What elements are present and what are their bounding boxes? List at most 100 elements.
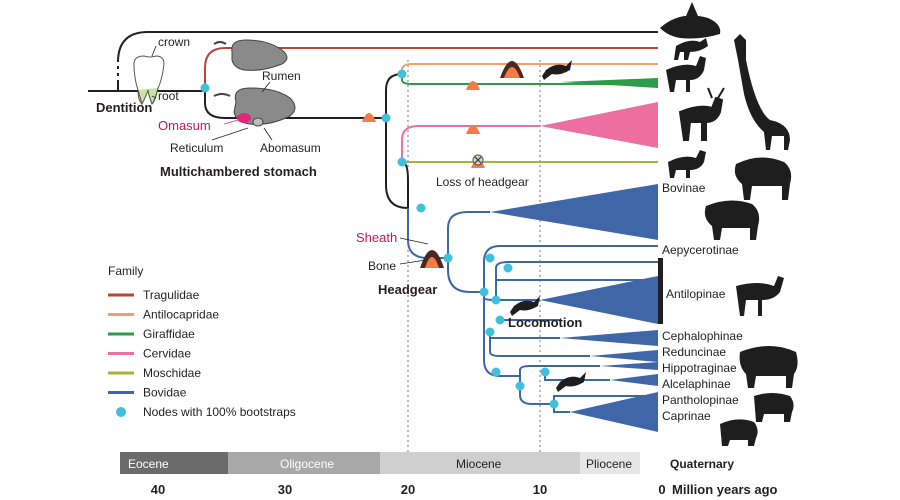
node <box>515 381 525 391</box>
antilocapridae-branch <box>401 63 658 74</box>
omasum-pointer <box>223 119 239 125</box>
time-axis-unit: Million years ago <box>672 482 778 497</box>
tick-20: 20 <box>401 482 415 497</box>
subfamily-caprinae: Caprinae <box>662 409 711 423</box>
tick-0: 0 <box>658 482 665 497</box>
era-label-eocene: Eocene <box>128 457 169 471</box>
tick-40: 40 <box>151 482 165 497</box>
subfamily-bovinae: Bovinae <box>662 181 706 195</box>
wildebeest-silhouette <box>739 346 798 388</box>
pecora-branch <box>204 91 386 119</box>
sheath-label: Sheath <box>356 230 397 245</box>
bone-label: Bone <box>368 259 396 273</box>
tragulidae-branch <box>204 47 658 91</box>
tick-10: 10 <box>533 482 547 497</box>
leaping-antelope-icon-2 <box>556 372 586 392</box>
node <box>479 287 489 297</box>
node <box>485 327 495 337</box>
animal-silhouettes <box>510 2 798 446</box>
loss-of-headgear-label: Loss of headgear <box>436 175 529 189</box>
loss-marker <box>471 154 485 168</box>
timescale-bar: Eocene Oligocene Miocene Pliocene Quaternary <box>120 452 745 474</box>
node <box>485 253 495 263</box>
bovidae-stem <box>407 208 448 259</box>
node <box>381 113 391 123</box>
abomasum-label: Abomasum <box>260 141 321 155</box>
legend-label-giraffidae: Giraffidae <box>143 327 195 341</box>
abomasum-pointer <box>263 127 273 141</box>
legend-label-antilocapridae: Antilocapridae <box>143 308 219 322</box>
era-quaternary <box>640 452 745 474</box>
crown-label: crown <box>158 35 190 49</box>
cephalophinae-wedge <box>560 330 658 346</box>
node <box>491 295 501 305</box>
headgear-marker <box>362 113 376 122</box>
bovinae-wedge <box>490 184 658 240</box>
subfamily-pantholopinae: Pantholopinae <box>662 393 739 407</box>
subfamily-antilopinae: Antilopinae <box>666 287 726 301</box>
era-label-quaternary: Quaternary <box>670 457 734 471</box>
bovine-silhouette <box>704 200 760 240</box>
chevrotain-silhouette <box>674 38 708 60</box>
headgear-marker <box>466 125 480 134</box>
aepycerotinae-branch <box>483 245 658 292</box>
pecora-split <box>385 73 403 118</box>
era-label-oligocene: Oligocene <box>280 457 334 471</box>
reticulum-pointer <box>211 127 249 141</box>
time-axis-ticks: 40 30 20 10 0 <box>151 482 666 497</box>
node <box>540 367 550 377</box>
rumen-label: Rumen <box>262 69 301 83</box>
cervidae-wedge <box>540 102 658 148</box>
dentition-label: Dentition <box>96 100 152 115</box>
caprinae-wedge <box>570 392 658 432</box>
legend-node-dot <box>116 407 126 417</box>
cephalophinae-branch <box>489 332 560 339</box>
hippotraginae-wedge <box>600 362 658 370</box>
buffalo-silhouette <box>734 157 792 200</box>
goat-silhouette <box>720 419 758 446</box>
subfamily-alcelaphinae: Alcelaphinae <box>662 377 731 391</box>
bovidae-inner <box>447 258 484 293</box>
rumen-stomach-icon <box>213 39 288 71</box>
alcelaphinae-wedge <box>610 374 658 386</box>
tick-30: 30 <box>278 482 292 497</box>
giraffe-silhouette <box>734 34 790 150</box>
subfamily-hippotraginae: Hippotraginae <box>662 361 737 375</box>
antilopinae-bracket <box>658 258 663 324</box>
headgear-label: Headgear <box>378 282 437 297</box>
tooth-icon <box>133 55 165 106</box>
reduncinae-wedge <box>590 350 658 362</box>
outgroup-branch <box>117 31 658 91</box>
legend-title: Family <box>108 264 143 278</box>
giraffidae-wedge <box>560 78 658 88</box>
ibex-silhouette <box>754 393 794 422</box>
headgear-marker <box>504 67 520 78</box>
root-label: root <box>158 89 179 103</box>
root-pointer <box>151 95 157 99</box>
headgear-marker <box>425 257 439 268</box>
giraffidae-branch <box>401 74 658 85</box>
era-pliocene <box>580 452 640 474</box>
legend: TragulidaeAntilocapridaeGiraffidaeCervid… <box>108 288 296 419</box>
era-eocene <box>120 452 228 474</box>
era-label-miocene: Miocene <box>456 457 502 471</box>
node <box>397 157 407 167</box>
node <box>443 253 453 263</box>
leaping-impala-icon <box>542 60 572 80</box>
era-label-pliocene: Pliocene <box>586 457 632 471</box>
deer-silhouette <box>678 87 725 141</box>
legend-label-bovidae: Bovidae <box>143 386 187 400</box>
crown-pointer <box>151 45 157 57</box>
gazelle-silhouette <box>736 276 784 316</box>
bone-pointer <box>399 259 427 265</box>
legend-node-label: Nodes with 100% bootstraps <box>143 405 296 419</box>
pronghorn-silhouette <box>666 56 706 92</box>
subfamily-reduncinae: Reduncinae <box>662 345 726 359</box>
era-oligocene <box>228 452 380 474</box>
rumen-pointer <box>261 81 271 93</box>
omasum-label: Omasum <box>158 118 211 133</box>
node <box>549 399 559 409</box>
subfamily-aepycerotinae: Aepycerotinae <box>662 243 739 257</box>
era-miocene <box>380 452 580 474</box>
